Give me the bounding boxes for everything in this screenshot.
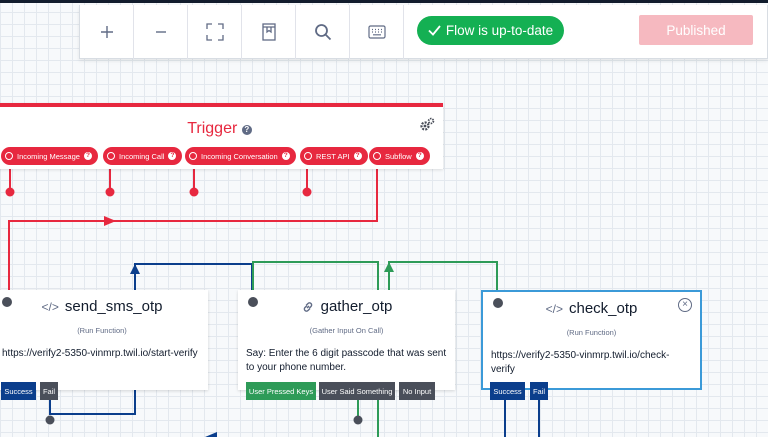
widget-body: Say: Enter the 6 digit passcode that was… bbox=[246, 348, 447, 373]
link-icon bbox=[303, 301, 312, 312]
trigger-port-dot bbox=[189, 187, 199, 197]
trigger-widget[interactable]: Trigger ? Incoming Message ? Incoming Ca… bbox=[0, 103, 443, 169]
code-icon: </> bbox=[545, 301, 563, 316]
port-ring-icon bbox=[189, 152, 197, 160]
output-port-dot bbox=[45, 415, 55, 425]
checkmark-icon bbox=[428, 25, 441, 36]
close-icon[interactable]: × bbox=[678, 298, 692, 312]
widget-type: (Gather Input On Call) bbox=[309, 326, 384, 335]
transition-fail[interactable]: Fail bbox=[40, 382, 58, 400]
trigger-pill-incoming-message[interactable]: Incoming Message ? bbox=[1, 147, 98, 165]
trigger-pill-incoming-conversation[interactable]: Incoming Conversation ? bbox=[185, 147, 296, 165]
output-port-dot bbox=[353, 415, 363, 425]
widget-title: </> send_sms_otp bbox=[41, 298, 163, 315]
fullscreen-icon bbox=[205, 23, 224, 41]
widget-body: https://verify2-5350-vinmrp.twil.io/chec… bbox=[491, 350, 670, 375]
transition-no-input[interactable]: No Input bbox=[399, 382, 435, 400]
fit-to-screen-button[interactable] bbox=[188, 5, 242, 59]
app-top-border bbox=[0, 0, 768, 3]
input-port-dot[interactable] bbox=[248, 297, 258, 307]
widget-send-sms-otp[interactable]: </> send_sms_otp (Run Function) https://… bbox=[0, 290, 208, 390]
notebook-icon bbox=[261, 23, 276, 41]
canvas-toolbar: Flow is up-to-date Published bbox=[79, 5, 768, 59]
port-ring-icon bbox=[373, 152, 381, 160]
search-icon bbox=[314, 24, 331, 41]
trigger-pill-rest-api[interactable]: REST API ? bbox=[300, 147, 368, 165]
flow-status-badge: Flow is up-to-date bbox=[417, 16, 564, 45]
notes-button[interactable] bbox=[242, 5, 296, 59]
flow-status-text: Flow is up-to-date bbox=[445, 23, 554, 38]
port-ring-icon bbox=[5, 152, 13, 160]
keyboard-icon bbox=[367, 25, 386, 39]
transition-success[interactable]: Success bbox=[490, 382, 525, 400]
trigger-title: Trigger ? bbox=[0, 120, 443, 138]
trigger-pill-incoming-call[interactable]: Incoming Call ? bbox=[103, 147, 183, 165]
widget-title: gather_otp bbox=[238, 298, 455, 315]
transition-success[interactable]: Success bbox=[1, 382, 36, 400]
help-icon[interactable]: ? bbox=[241, 125, 252, 135]
help-icon: ? bbox=[281, 152, 290, 160]
trigger-pill-subflow[interactable]: Subflow ? bbox=[369, 147, 430, 165]
widget-type: (Run Function) bbox=[77, 326, 127, 335]
widget-check-otp[interactable]: </> check_otp × (Run Function) https://v… bbox=[481, 290, 702, 390]
publish-button[interactable]: Published bbox=[639, 15, 753, 45]
help-icon: ? bbox=[415, 152, 424, 160]
transition-user-said-something[interactable]: User Said Something bbox=[319, 382, 395, 400]
help-icon: ? bbox=[353, 152, 362, 160]
gears-icon[interactable] bbox=[419, 117, 435, 133]
trigger-port-dot bbox=[302, 187, 312, 197]
keyboard-shortcuts-button[interactable] bbox=[350, 5, 404, 59]
trigger-port-dot bbox=[5, 187, 15, 197]
widget-type: (Run Function) bbox=[566, 328, 617, 337]
input-port-dot[interactable] bbox=[493, 298, 503, 308]
zoom-out-button[interactable] bbox=[134, 5, 188, 59]
widget-gather-otp[interactable]: gather_otp (Gather Input On Call) Say: E… bbox=[238, 290, 455, 390]
plus-icon bbox=[100, 26, 113, 38]
trigger-port-dot bbox=[105, 187, 115, 197]
widget-body: https://verify2-5350-vinmrp.twil.io/star… bbox=[2, 348, 198, 359]
transition-user-pressed-keys[interactable]: User Pressed Keys bbox=[246, 382, 316, 400]
widget-title: </> check_otp bbox=[545, 300, 638, 317]
code-icon: </> bbox=[41, 299, 59, 314]
port-ring-icon bbox=[304, 152, 312, 160]
help-icon: ? bbox=[168, 152, 177, 160]
port-ring-icon bbox=[107, 152, 115, 160]
input-port-dot[interactable] bbox=[2, 297, 12, 307]
zoom-in-button[interactable] bbox=[80, 5, 134, 59]
help-icon: ? bbox=[83, 152, 92, 160]
minus-icon bbox=[155, 31, 166, 33]
transition-fail[interactable]: Fail bbox=[530, 382, 548, 400]
search-button[interactable] bbox=[296, 5, 350, 59]
